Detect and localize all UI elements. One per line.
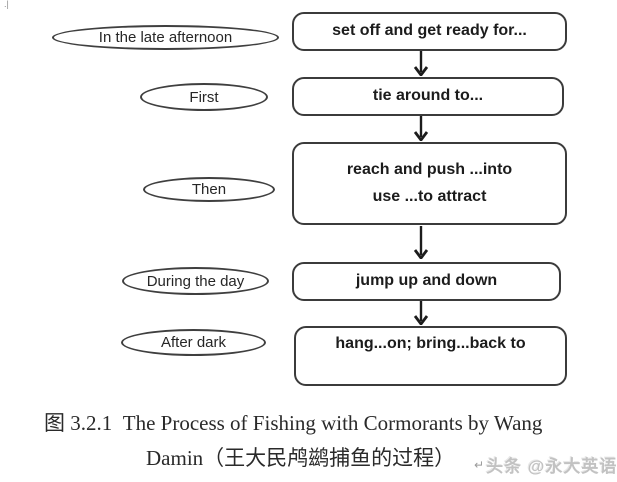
time-oval-during-day: During the day — [122, 267, 269, 295]
return-mark: ↵ — [474, 457, 485, 472]
step-box-hang-bring: hang...on; bring...back to — [294, 326, 567, 386]
step-text: jump up and down — [355, 272, 498, 290]
step-box-jump: jump up and down — [292, 262, 561, 301]
time-oval-after-dark: After dark — [121, 329, 266, 356]
arrow-down-icon — [412, 226, 430, 259]
arrow-down-icon — [412, 116, 430, 141]
time-oval-then: Then — [143, 177, 275, 202]
time-oval-late-afternoon: In the late afternoon — [52, 25, 279, 50]
step-text: use ...to attract — [372, 188, 487, 205]
time-label: First — [189, 88, 219, 106]
step-box-set-off: set off and get ready for... — [292, 12, 567, 51]
step-box-reach-push: reach and push ...into use ...to attract — [292, 142, 567, 225]
time-label: During the day — [146, 272, 245, 290]
step-text: set off and get ready for... — [332, 22, 527, 40]
watermark: ↵ 头条 @永大英语 — [474, 452, 617, 477]
step-text: hang...on; bring...back to — [335, 335, 526, 352]
watermark-text: 头条 @永大英语 — [486, 457, 617, 476]
arrow-down-icon — [412, 301, 430, 325]
time-label: After dark — [160, 334, 227, 351]
step-box-tie-around: tie around to... — [292, 77, 564, 116]
figure-caption-line1: 图 3.2.1 The Process of Fishing with Corm… — [44, 411, 543, 435]
step-text: tie around to... — [372, 87, 484, 105]
time-oval-first: First — [140, 83, 268, 111]
scan-artifact-mark: .| — [4, 0, 9, 9]
time-label: In the late afternoon — [98, 29, 233, 46]
time-label: Then — [191, 181, 227, 198]
step-text: reach and push ...into — [346, 160, 513, 178]
arrow-down-icon — [412, 51, 430, 76]
figure-caption-line2: Damin（王大民鸬鹚捕鱼的过程） — [146, 446, 456, 470]
